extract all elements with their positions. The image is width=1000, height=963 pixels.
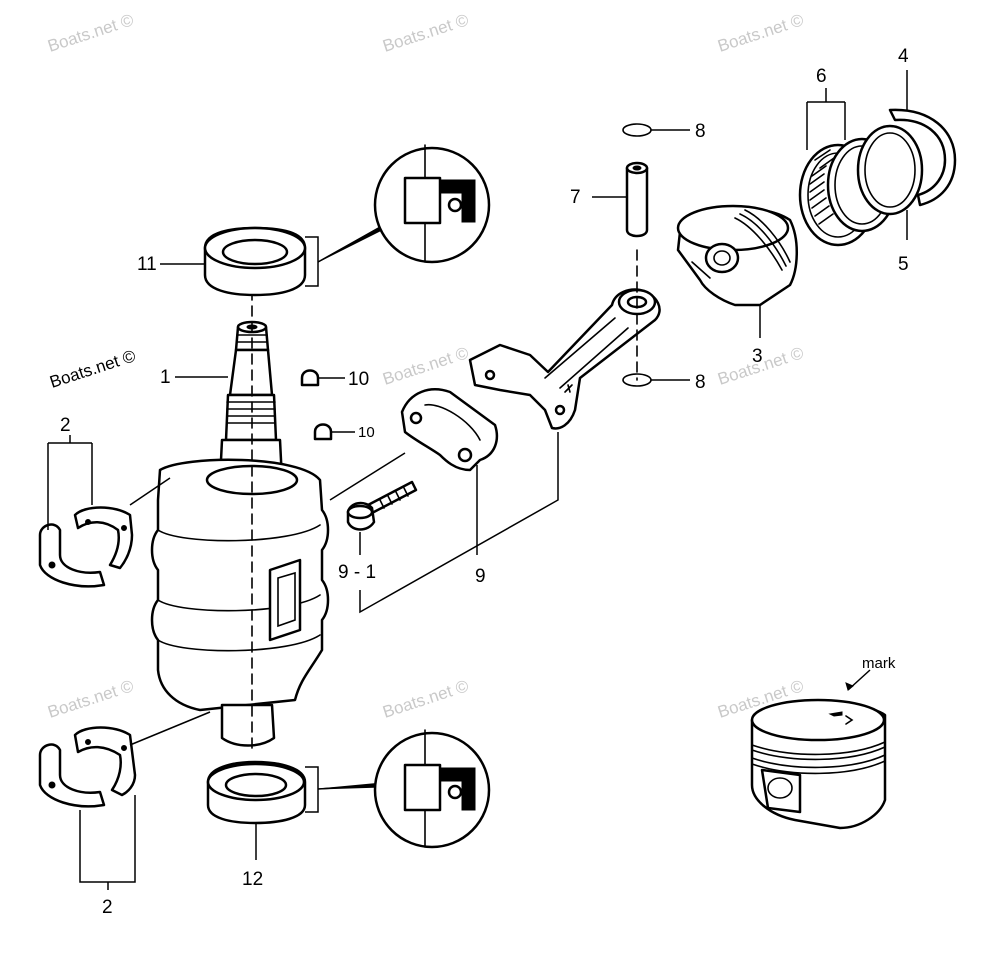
callout-part-6: 6 (816, 66, 827, 87)
watermark: Boats.net © (715, 10, 806, 56)
callout-part-3: 3 (752, 346, 763, 367)
piston-pin (592, 161, 649, 238)
watermark: Boats.net © (45, 676, 136, 722)
main-bearing-upper (38, 435, 134, 588)
callout-part-9: 9 (475, 566, 486, 587)
callout-labels: 1 2 2 3 4 5 6 7 8 8 9 9 - 1 10 10 11 12 … (60, 46, 909, 918)
piston-with-mark (750, 669, 887, 830)
callout-part-8-lower: 8 (695, 372, 706, 393)
rod-cap-bolt (346, 480, 418, 555)
callout-part-10-upper: 10 (348, 369, 369, 390)
main-bearing-lower (38, 726, 137, 890)
callout-part-11: 11 (137, 254, 157, 275)
callout-part-8-upper: 8 (695, 121, 706, 142)
watermark: Boats.net © (380, 10, 471, 56)
watermark-primary: Boats.net © (47, 346, 138, 392)
oil-seal-upper (203, 225, 383, 297)
watermark: Boats.net © (45, 10, 136, 56)
seal-detail-lower (373, 729, 491, 849)
woodruff-key-upper (300, 369, 345, 387)
callout-part-9-1: 9 - 1 (338, 562, 376, 583)
callout-part-2-upper: 2 (60, 415, 71, 436)
watermark: Boats.net © (380, 676, 471, 722)
seal-detail-upper (373, 144, 491, 264)
callout-part-5: 5 (898, 254, 909, 275)
callout-part-12: 12 (242, 869, 263, 890)
connecting-rod (468, 288, 661, 430)
callout-part-4: 4 (898, 46, 909, 67)
piston-mark-label: mark (862, 655, 896, 672)
oil-seal-lower (206, 760, 383, 860)
callout-part-7: 7 (570, 187, 581, 208)
woodruff-key-lower (313, 423, 355, 441)
callout-part-10-lower: 10 (358, 424, 375, 441)
connecting-rod-cap (400, 388, 499, 555)
callout-part-1: 1 (160, 367, 171, 388)
crankshaft (150, 320, 330, 747)
piston-pin-clip-upper (622, 123, 690, 137)
callout-part-2-lower: 2 (102, 897, 113, 918)
piston-ring-set (798, 70, 957, 247)
piston (676, 204, 798, 338)
watermark: Boats.net © (380, 343, 471, 389)
piston-pin-clip-lower (622, 373, 690, 387)
